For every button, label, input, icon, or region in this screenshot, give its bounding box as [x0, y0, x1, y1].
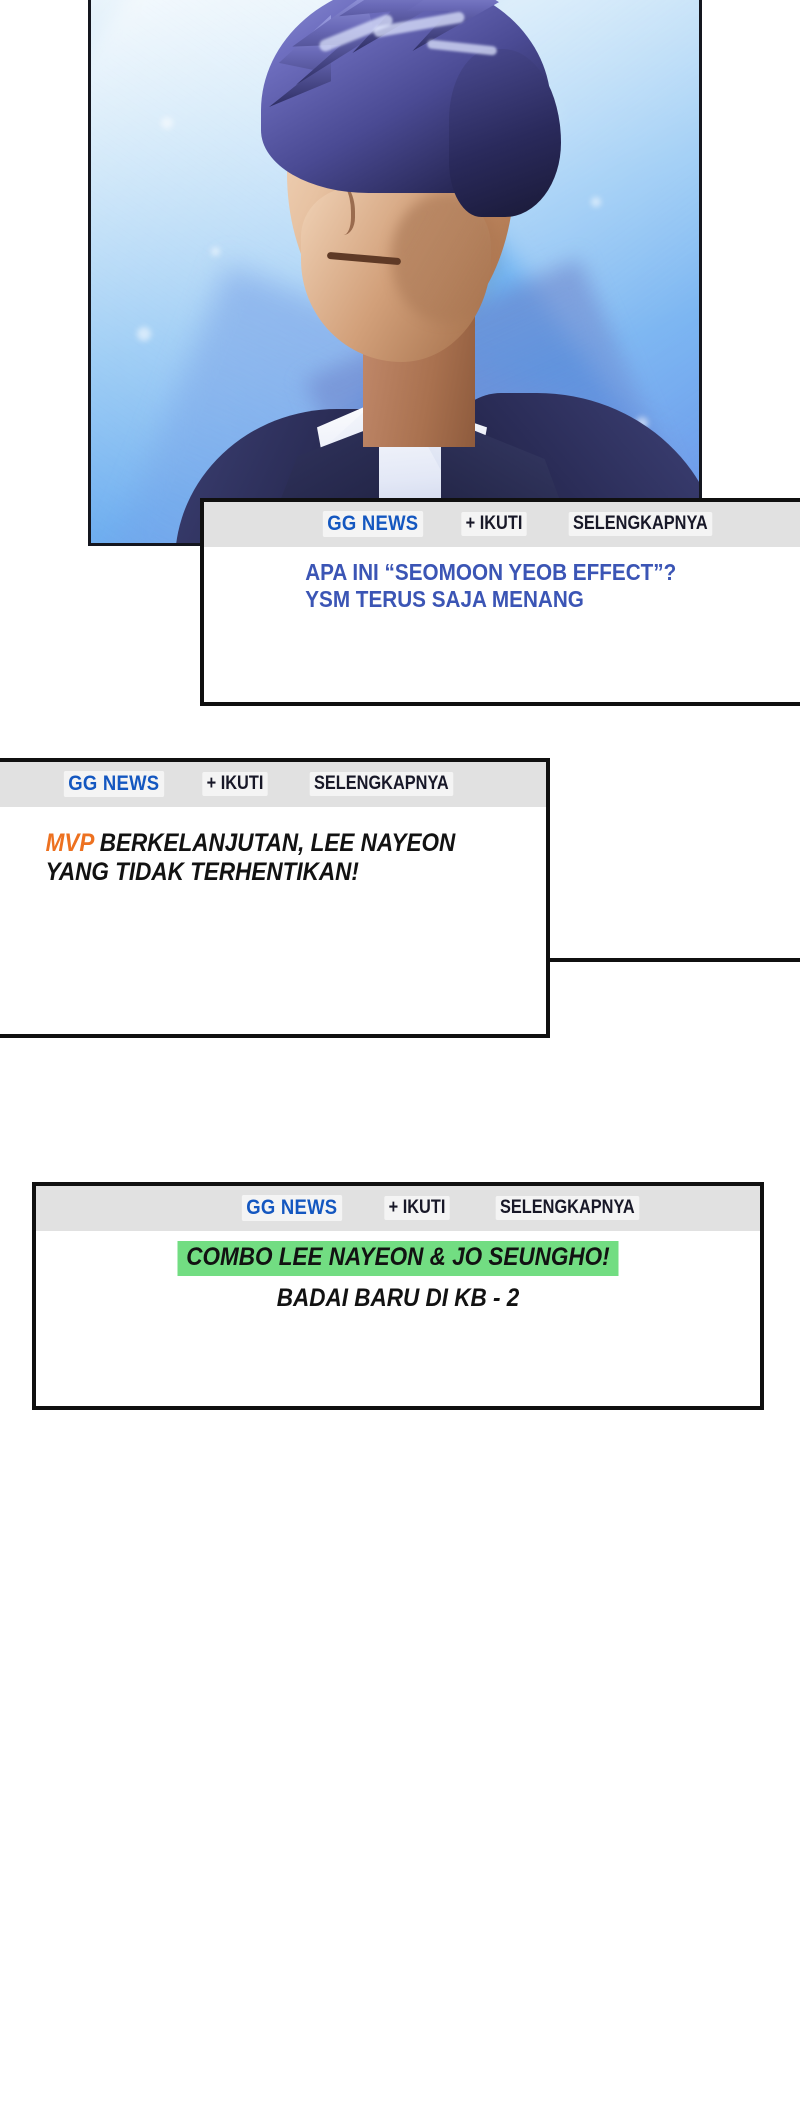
- news-bar: GG NEWS + IKUTI SELENGKAPNYA: [204, 502, 800, 547]
- bokeh-dot: [161, 117, 173, 129]
- news-bar: GG NEWS + IKUTI SELENGKAPNYA: [0, 762, 546, 807]
- headline-line-1: APA INI “SEOMOON YEOB EFFECT”?: [305, 559, 677, 585]
- bokeh-dot: [137, 327, 151, 341]
- character-nose: [317, 177, 355, 235]
- news-banner-2: GG NEWS + IKUTI SELENGKAPNYA MVP BERKELA…: [0, 758, 550, 1038]
- news-bar: GG NEWS + IKUTI SELENGKAPNYA: [36, 1186, 760, 1231]
- read-more-button[interactable]: SELENGKAPNYA: [569, 512, 713, 536]
- news-body: MVP BERKELANJUTAN, LEE NAYEON YANG TIDAK…: [0, 807, 546, 905]
- follow-button[interactable]: + IKUTI: [460, 512, 527, 536]
- bokeh-dot: [211, 247, 220, 256]
- read-more-button[interactable]: SELENGKAPNYA: [310, 772, 454, 796]
- gg-news-brand-label: GG NEWS: [322, 511, 423, 537]
- panel-connector-line: [550, 958, 800, 962]
- mvp-accent-label: MVP: [45, 829, 94, 857]
- gg-news-brand-label: GG NEWS: [241, 1195, 342, 1221]
- headline-line-2: YANG TIDAK TERHENTIKAN!: [45, 858, 359, 886]
- bokeh-dot: [591, 197, 601, 207]
- character-figure: [91, 0, 699, 543]
- headline-line-1-wrap: COMBO LEE NAYEON & JO SEUNGHO!: [85, 1241, 711, 1276]
- follow-button[interactable]: + IKUTI: [383, 1196, 450, 1220]
- page-bottom-whitespace: [0, 1410, 800, 2120]
- headline-line-1-highlight: COMBO LEE NAYEON & JO SEUNGHO!: [177, 1241, 619, 1276]
- headline-line-1-text: BERKELANJUTAN, LEE NAYEON: [93, 829, 456, 857]
- follow-button[interactable]: + IKUTI: [201, 772, 268, 796]
- character-hair-side: [449, 49, 561, 217]
- headline-line-1: MVP BERKELANJUTAN, LEE NAYEON: [46, 829, 507, 858]
- character-illustration-panel: [88, 0, 702, 546]
- read-more-button[interactable]: SELENGKAPNYA: [496, 1196, 640, 1220]
- headline-line-2: BADAI BARU DI KB - 2: [276, 1284, 520, 1312]
- gg-news-brand-label: GG NEWS: [63, 771, 164, 797]
- headline-line-2: YSM TERUS SAJA MENANG: [305, 585, 584, 612]
- news-body: COMBO LEE NAYEON & JO SEUNGHO! BADAI BAR…: [36, 1231, 760, 1331]
- news-body: APA INI “SEOMOON YEOB EFFECT”? YSM TERUS…: [204, 547, 800, 631]
- news-banner-1: GG NEWS + IKUTI SELENGKAPNYA APA INI “SE…: [200, 498, 800, 706]
- news-banner-3: GG NEWS + IKUTI SELENGKAPNYA COMBO LEE N…: [32, 1182, 764, 1410]
